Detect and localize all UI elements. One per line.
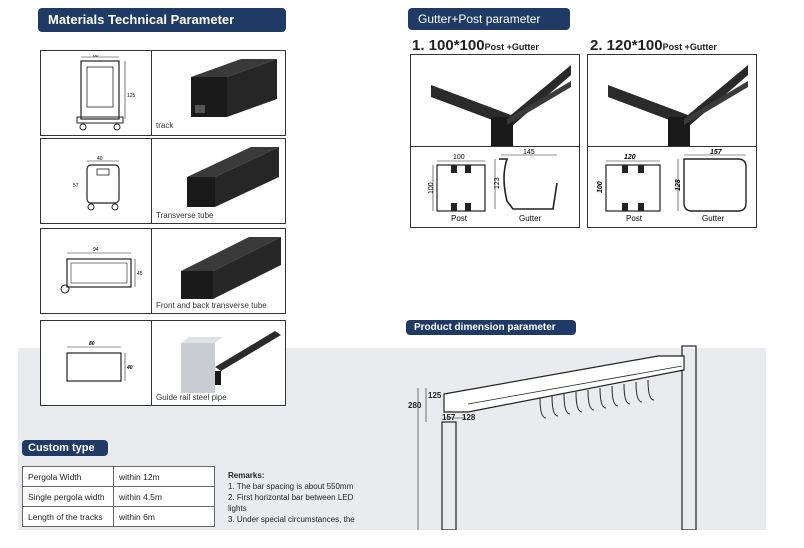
- guide-rail-render-image: [181, 331, 281, 393]
- material-row-transverse-tube: 40 57 Transverse tube: [40, 138, 286, 224]
- row-value: within 6m: [113, 506, 215, 527]
- option-1-section-drawing: 100 100 145 123 Post Gutter: [428, 149, 558, 223]
- transverse-tube-dim-height: 57: [73, 183, 79, 189]
- track-dim-height: 125: [127, 93, 136, 99]
- option-2-post-height: 100: [597, 181, 604, 193]
- front-back-tube-profile-drawing: 94 45: [60, 247, 143, 294]
- row-value: within 12m: [113, 466, 215, 487]
- track-profile-drawing: 60 125: [76, 55, 136, 131]
- product-dimension-title: Product dimension parameter: [406, 320, 576, 335]
- transverse-tube-dim-width: 40: [97, 156, 103, 162]
- track-render-image: [191, 59, 277, 117]
- dim-280: 280: [408, 401, 422, 410]
- material-row-track: 60 125 track: [40, 50, 286, 136]
- track-dim-width: 60: [93, 55, 99, 59]
- option-2-post-label: Post: [626, 214, 643, 223]
- remarks-block: Remarks: 1. The bar spacing is about 550…: [228, 470, 355, 525]
- option-2-section-drawing: 120 100 157 128 Post Gutter: [597, 149, 747, 223]
- option-2-drawing-box: 120 100 157 128 Post Gutter: [587, 146, 757, 228]
- option-2-render-box: [587, 54, 757, 148]
- row-label: Single pergola width: [22, 486, 114, 507]
- option-1-subtitle: Post +Gutter: [484, 42, 539, 52]
- option-2-size: 2. 120*100: [590, 37, 663, 54]
- guide-rail-profile-drawing: 80 40: [66, 341, 133, 382]
- transverse-tube-render-image: [187, 147, 279, 207]
- custom-type-table: Pergola Width within 12m Single pergola …: [22, 466, 215, 527]
- transverse-tube-caption: Transverse tube: [156, 211, 214, 220]
- dim-125: 125: [428, 391, 442, 400]
- option-1-gutter-label: Gutter: [519, 214, 542, 223]
- guide-rail-dim-height: 40: [126, 365, 133, 371]
- material-row-guide-rail: 80 40 Guide rail steel pipe: [40, 320, 286, 406]
- option-1-post-label: Post: [451, 214, 468, 223]
- row-value: within 4.5m: [113, 486, 215, 507]
- option-2-corner-render: [608, 65, 748, 147]
- option-2-gutter-height: 128: [675, 179, 682, 191]
- custom-type-title: Custom type: [22, 440, 108, 456]
- materials-title: Materials Technical Parameter: [38, 8, 286, 32]
- table-row: Length of the tracks within 6m: [22, 506, 215, 527]
- option-1-corner-render: [431, 65, 571, 147]
- front-back-tube-caption: Front and back transverse tube: [156, 301, 267, 310]
- option-1-post-height: 100: [428, 182, 435, 194]
- dim-157: 157: [442, 413, 456, 422]
- guide-rail-caption: Guide rail steel pipe: [156, 393, 227, 402]
- option-1-post-width: 100: [453, 154, 465, 161]
- option-2-subtitle: Post +Gutter: [662, 42, 717, 52]
- remarks-line: 1. The bar spacing is about 550mm: [228, 482, 354, 491]
- dim-128: 128: [462, 413, 476, 422]
- remarks-title: Remarks:: [228, 471, 265, 480]
- row-label: Pergola Width: [22, 466, 114, 487]
- front-back-tube-render-image: [181, 237, 281, 299]
- option-1-drawing-box: 100 100 145 123 Post Gutter: [410, 146, 580, 228]
- option-1-gutter-width: 145: [523, 149, 535, 156]
- track-caption: track: [156, 121, 174, 130]
- table-row: Single pergola width within 4.5m: [22, 486, 215, 507]
- gutter-post-title: Gutter+Post parameter: [408, 8, 570, 30]
- front-back-tube-dim-height: 45: [137, 271, 143, 277]
- option-2-post-width: 120: [624, 154, 636, 161]
- transverse-tube-profile-drawing: 40 57: [73, 156, 120, 211]
- product-dimension-drawing: 125 280 157 128: [408, 345, 697, 530]
- front-back-tube-dim-width: 94: [93, 247, 99, 253]
- option-1-gutter-height: 123: [494, 177, 501, 189]
- option-2-gutter-width: 157: [710, 149, 723, 156]
- remarks-line: lights: [228, 504, 247, 513]
- table-row: Pergola Width within 12m: [22, 466, 215, 487]
- option-2-gutter-label: Gutter: [702, 214, 725, 223]
- material-row-front-back-tube: 94 45 Front and back transverse tube: [40, 228, 286, 314]
- option-1-render-box: [410, 54, 580, 148]
- remarks-line: 2. First horizontal bar between LED: [228, 493, 354, 502]
- option-1-size: 1. 100*100: [412, 37, 485, 54]
- option-2-header: 2. 120*100Post +Gutter: [590, 37, 717, 55]
- option-1-header: 1. 100*100Post +Gutter: [412, 37, 539, 55]
- guide-rail-dim-width: 80: [89, 341, 95, 347]
- row-label: Length of the tracks: [22, 506, 114, 527]
- remarks-line: 3. Under special circumstances, the: [228, 515, 355, 524]
